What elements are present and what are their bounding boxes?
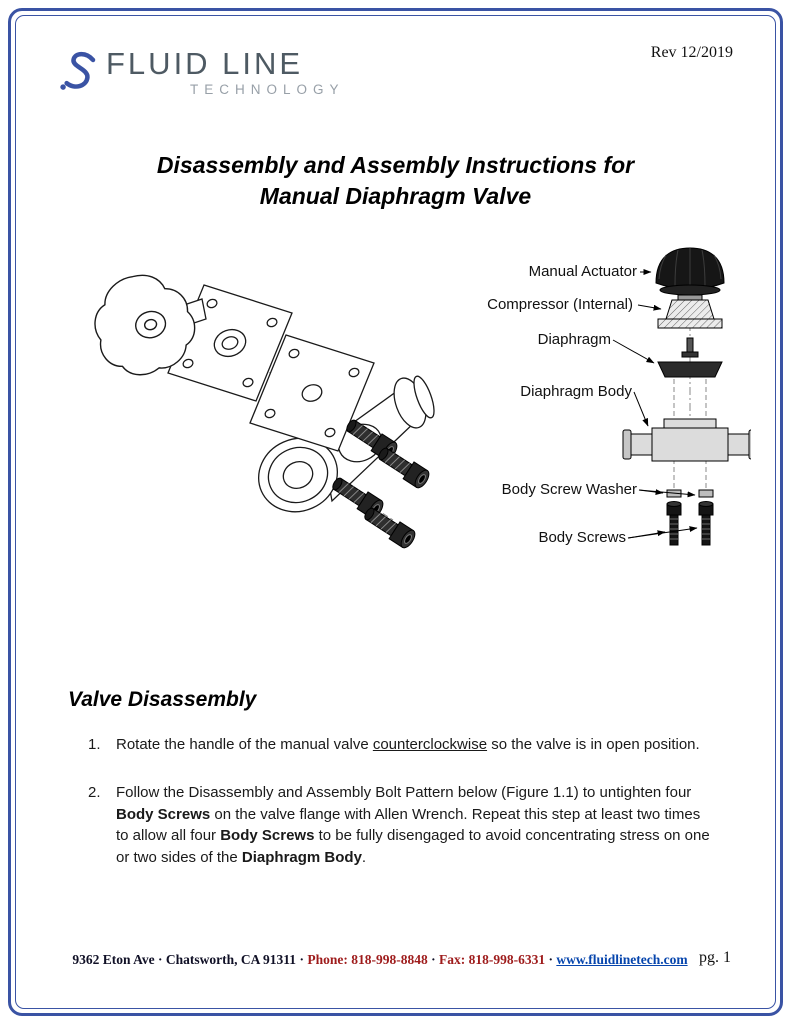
- logo-swirl-icon: [60, 51, 96, 90]
- logo-name: FLUID LINE: [106, 46, 304, 81]
- text-segment: 9362 Eton Ave: [72, 952, 155, 967]
- text-segment: Body Screws: [220, 827, 315, 845]
- text-segment: Follow the Disassembly and Assembly Bolt…: [116, 783, 692, 801]
- body-screws-part: [666, 501, 714, 546]
- document-title-line2: Manual Diaphragm Valve: [259, 183, 532, 210]
- text-segment: Phone: 818-998-8848: [307, 952, 428, 967]
- part-label-diaphragm: Diaphragm: [537, 331, 611, 348]
- diaphragm-body-part: [622, 418, 751, 462]
- text-segment: so the valve is in open position.: [487, 736, 700, 753]
- logo-subtitle: TECHNOLOGY: [190, 82, 345, 97]
- text-segment: Diaphragm Body: [241, 849, 362, 866]
- text-segment: Body Screws: [116, 805, 211, 823]
- text-segment: Rotate the handle of the manual valve: [116, 736, 373, 753]
- parts-diagram-drawing: [612, 247, 751, 546]
- text-segment: to be fully disengaged to avoid concentr…: [116, 827, 710, 866]
- step-number: 1.: [88, 736, 101, 753]
- text-segment: Chatsworth, CA 91311: [165, 952, 297, 967]
- part-label-compressor: Compressor (Internal): [487, 296, 633, 313]
- text-segment: on the valve flange with Allen Wrench. R…: [116, 805, 701, 845]
- footer: 9362 Eton Ave · Chatsworth, CA 91311 · P…: [50, 952, 710, 968]
- diaphragm-plate-drawing: [249, 334, 375, 452]
- text-segment: Fax: 818-998-6331: [438, 952, 546, 967]
- exploded-view-drawing: [94, 274, 435, 551]
- diaphragm-part: [657, 361, 723, 378]
- text-segment: ·: [154, 952, 166, 967]
- part-label-body-screws: Body Screws: [538, 529, 626, 546]
- page-number: pg. 1: [699, 949, 731, 966]
- logo: FLUID LINE TECHNOLOGY: [60, 48, 345, 98]
- step-text: Follow the Disassembly and Assembly Bolt…: [116, 782, 716, 869]
- stem-part: [681, 337, 699, 358]
- document-title: Disassembly and Assembly Instructions fo…: [0, 150, 791, 212]
- document-title-line1: Disassembly and Assembly Instructions fo…: [156, 152, 635, 178]
- step-item-1: 1. Rotate the handle of the manual valve…: [88, 734, 716, 756]
- text-segment: ·: [545, 952, 557, 967]
- text-segment: ·: [427, 952, 439, 967]
- step-text: Rotate the handle of the manual valve co…: [116, 734, 716, 756]
- part-label-body-screw-washer: Body Screw Washer: [501, 481, 637, 498]
- handwheel-drawing: [94, 274, 196, 376]
- manual-actuator-part: [655, 247, 725, 301]
- rev-label: Rev 12/2019: [650, 44, 733, 61]
- leader-lines: [612, 269, 698, 539]
- logo-text: FLUID LINE TECHNOLOGY: [106, 48, 345, 97]
- figure: Manual Actuator Compressor (Internal) Di…: [40, 243, 751, 583]
- valve-body-drawing: [257, 375, 435, 513]
- step-item-2: 2. Follow the Disassembly and Assembly B…: [88, 782, 716, 869]
- steps-list: 1. Rotate the handle of the manual valve…: [88, 734, 716, 869]
- step-number: 2.: [88, 783, 101, 801]
- text-segment: ·: [296, 952, 308, 967]
- section-heading: Valve Disassembly: [68, 688, 257, 711]
- compressor-bonnet-part: [657, 299, 723, 329]
- part-label-diaphragm-body: Diaphragm Body: [520, 383, 632, 400]
- footer-website-link[interactable]: www.fluidlinetech.com: [556, 952, 688, 967]
- text-segment: counterclockwise: [372, 736, 488, 753]
- text-segment: .: [361, 849, 367, 866]
- part-label-manual-actuator: Manual Actuator: [528, 263, 637, 280]
